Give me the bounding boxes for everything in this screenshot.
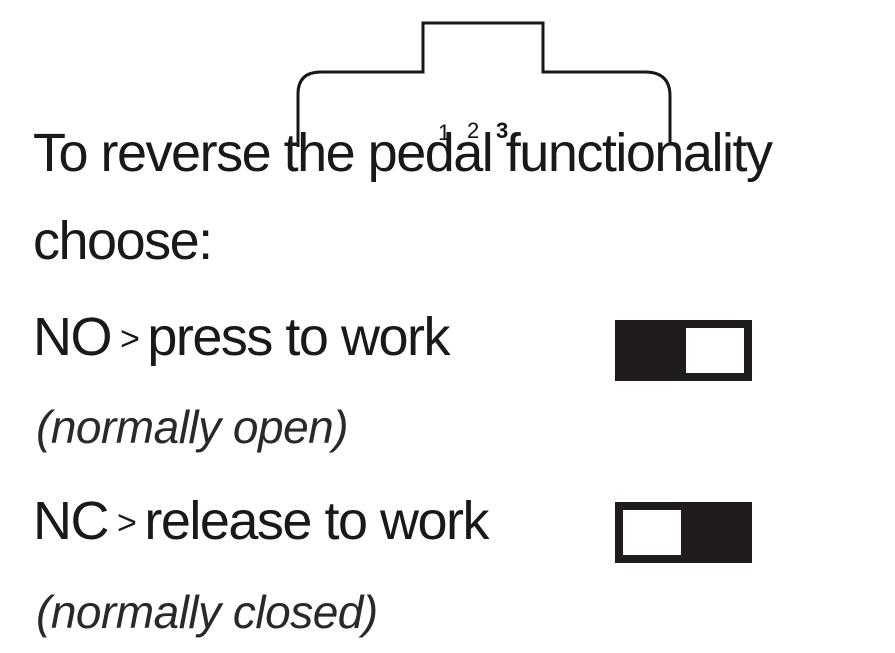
nc-switch-graphic xyxy=(615,502,752,563)
option-nc-note: (normally closed) xyxy=(36,586,378,638)
pin-label-2: 2 xyxy=(467,118,480,143)
intro-line-2: choose: xyxy=(33,211,213,271)
pin-label-3: 3 xyxy=(496,118,509,143)
greater-than-symbol: > xyxy=(120,320,140,358)
switch-knob xyxy=(623,510,681,555)
greater-than-symbol: > xyxy=(117,504,137,542)
option-no-line: NO>press to work xyxy=(33,307,450,367)
option-nc-code: NC xyxy=(33,491,110,551)
no-switch-graphic xyxy=(615,320,752,381)
option-nc-action: release to work xyxy=(144,491,489,551)
option-no-code: NO xyxy=(33,307,113,367)
option-no-note: (normally open) xyxy=(36,401,349,453)
pin-label-1: 1 xyxy=(438,120,451,145)
option-no-action: press to work xyxy=(147,307,450,367)
intro-line-1: To reverse the pedal functionality xyxy=(33,123,773,183)
switch-knob xyxy=(686,328,744,373)
option-nc-line: NC>release to work xyxy=(33,491,490,551)
